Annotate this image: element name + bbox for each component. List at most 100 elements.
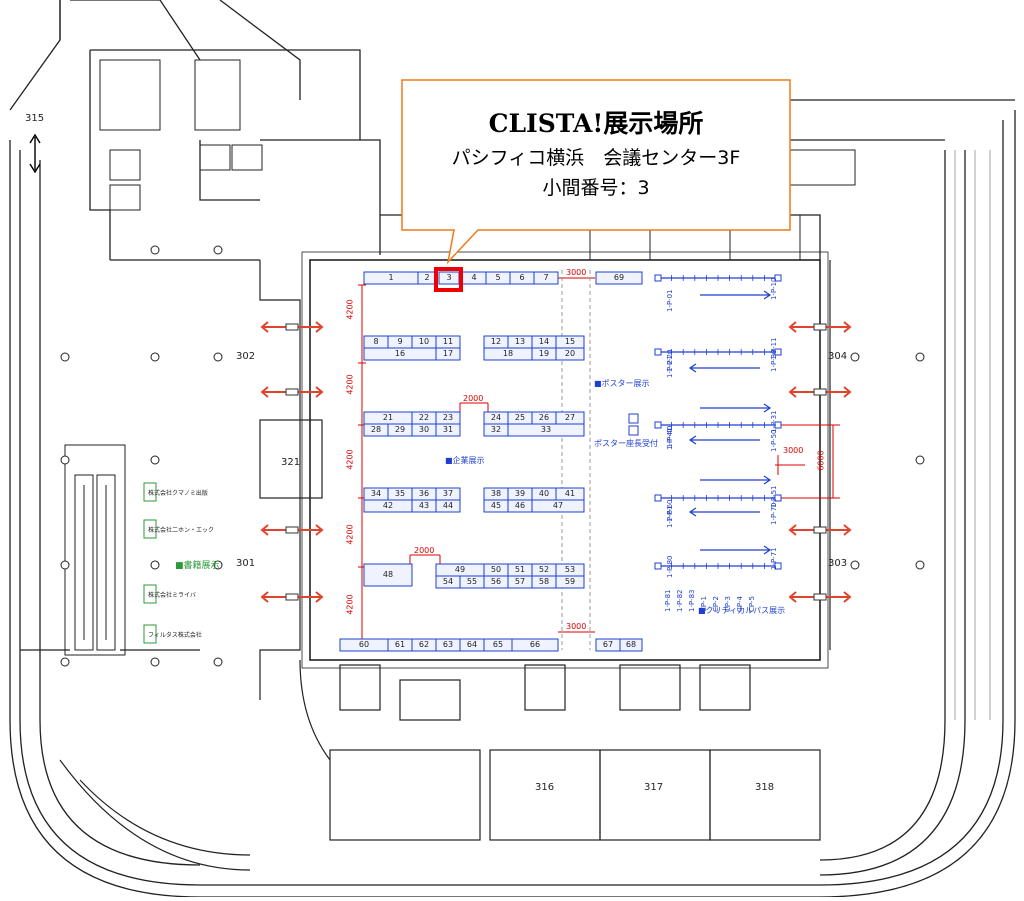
booth-label-32: 32 xyxy=(490,425,502,434)
booth-label-23: 23 xyxy=(442,413,454,422)
escalators xyxy=(64,444,126,656)
room-303: 303 xyxy=(828,558,848,569)
poster-label-1-P-30: 1-P-30 xyxy=(770,349,778,372)
poster-label-1-P-01: 1-P-01 xyxy=(666,289,674,312)
booth-label-3: 3 xyxy=(446,273,452,282)
poster-label-1-P-81: 1-P-81 xyxy=(664,589,672,612)
reception-icon xyxy=(628,413,639,436)
booth-label-20: 20 xyxy=(564,349,576,358)
poster-label-1-P-61: 1-P-61 xyxy=(666,505,674,528)
booth-48 xyxy=(363,563,413,587)
center-dashed-line xyxy=(561,270,591,650)
pillars xyxy=(60,245,925,667)
booth-label-43: 43 xyxy=(418,501,430,510)
poster-board-end xyxy=(654,348,662,356)
right-hatch-band xyxy=(954,150,991,720)
dim-4200-e: 4200 xyxy=(345,594,355,615)
dim-2000-a: 2000 xyxy=(463,394,484,403)
booth-label-69: 69 xyxy=(613,273,625,282)
flow-arrow xyxy=(700,545,772,555)
vendor-1: 株式会社クマノミ出版 xyxy=(148,490,208,497)
booth-label-31: 31 xyxy=(442,425,454,434)
book-vendor-boxes xyxy=(143,482,157,644)
booth-label-60: 60 xyxy=(358,640,370,649)
booth-label-9: 9 xyxy=(397,337,403,346)
poster-board-end xyxy=(654,421,662,429)
booth-label-27: 27 xyxy=(564,413,576,422)
room-317: 317 xyxy=(644,782,664,793)
booth-label-4: 4 xyxy=(471,273,477,282)
poster-label-1-P-71: 1-P-71 xyxy=(770,547,778,570)
booth-label-68: 68 xyxy=(625,640,637,649)
zone-poster: ■ポスター展示 xyxy=(594,379,650,388)
poster-rows xyxy=(654,274,782,570)
booth-label-16: 16 xyxy=(394,349,406,358)
booth-label-41: 41 xyxy=(564,489,576,498)
booth-59 xyxy=(555,575,585,589)
vendor-2: 株式会社二ホン・エック xyxy=(148,527,215,534)
zone-corporate: ■企業展示 xyxy=(445,456,485,465)
booth-label-14: 14 xyxy=(538,337,550,346)
booth-label-7: 7 xyxy=(543,273,549,282)
booth-label-1: 1 xyxy=(388,273,394,282)
booth-label-56: 56 xyxy=(490,577,502,586)
callout-title: CLISTA!展示場所 xyxy=(488,109,704,138)
booth-label-25: 25 xyxy=(514,413,526,422)
booth-label-5: 5 xyxy=(495,273,501,282)
poster-board-end xyxy=(654,274,662,282)
booth-label-62: 62 xyxy=(418,640,430,649)
booth-label-15: 15 xyxy=(564,337,576,346)
door-marker xyxy=(285,388,299,396)
room-316: 316 xyxy=(535,782,555,793)
booth-label-47: 47 xyxy=(552,501,564,510)
poster-label-1-P-80: 1-P-80 xyxy=(666,555,674,578)
booth-label-6: 6 xyxy=(519,273,525,282)
booth-label-39: 39 xyxy=(514,489,526,498)
zone-books: ■書籍展示 xyxy=(175,561,220,571)
callout-booth-number: 3 xyxy=(637,177,650,199)
booth-label-35: 35 xyxy=(394,489,406,498)
room-301: 301 xyxy=(236,558,256,569)
bottom-service xyxy=(59,659,821,871)
poster-label-1-P-41: 1-P-41 xyxy=(666,427,674,450)
door-marker xyxy=(813,526,827,534)
callout-booth: 小間番号：3 xyxy=(404,173,788,200)
room-304: 304 xyxy=(828,351,848,362)
poster-label-1-P-10: 1-P-10 xyxy=(770,277,778,300)
poster-board-end xyxy=(654,494,662,502)
booth-label-67: 67 xyxy=(602,640,614,649)
booth-label-49: 49 xyxy=(454,565,466,574)
booth-label-63: 63 xyxy=(442,640,454,649)
booth-label-64: 64 xyxy=(466,640,478,649)
room-321: 321 xyxy=(281,457,301,468)
booth-47 xyxy=(531,499,585,513)
poster-label-CP-2: CP-2 xyxy=(712,596,720,612)
room-302: 302 xyxy=(236,351,256,362)
booth-68 xyxy=(619,638,643,652)
door-marker xyxy=(813,323,827,331)
door-marker xyxy=(285,526,299,534)
dim-6000: 6000 xyxy=(816,450,826,471)
booth-label-61: 61 xyxy=(394,640,406,649)
booth-31 xyxy=(435,423,461,437)
booth-20 xyxy=(555,347,585,361)
callout-venue: パシフィコ横浜 会議センター3F xyxy=(451,147,741,169)
booth-label-65: 65 xyxy=(492,640,504,649)
dim-4200-b: 4200 xyxy=(345,374,355,395)
booth-17 xyxy=(435,347,461,361)
elevator-arrow xyxy=(29,133,41,174)
dim-2000-b: 2000 xyxy=(414,546,435,555)
room-318: 318 xyxy=(755,782,775,793)
booth-label-10: 10 xyxy=(418,337,430,346)
booth-label-28: 28 xyxy=(370,425,382,434)
booth-label-42: 42 xyxy=(382,501,394,510)
booth-label-37: 37 xyxy=(442,489,454,498)
door-marker xyxy=(285,323,299,331)
dim-4200-a: 4200 xyxy=(345,299,355,320)
booth-label-13: 13 xyxy=(514,337,526,346)
booth-label-12: 12 xyxy=(490,337,502,346)
booth-label-36: 36 xyxy=(418,489,430,498)
booth-label-40: 40 xyxy=(538,489,550,498)
